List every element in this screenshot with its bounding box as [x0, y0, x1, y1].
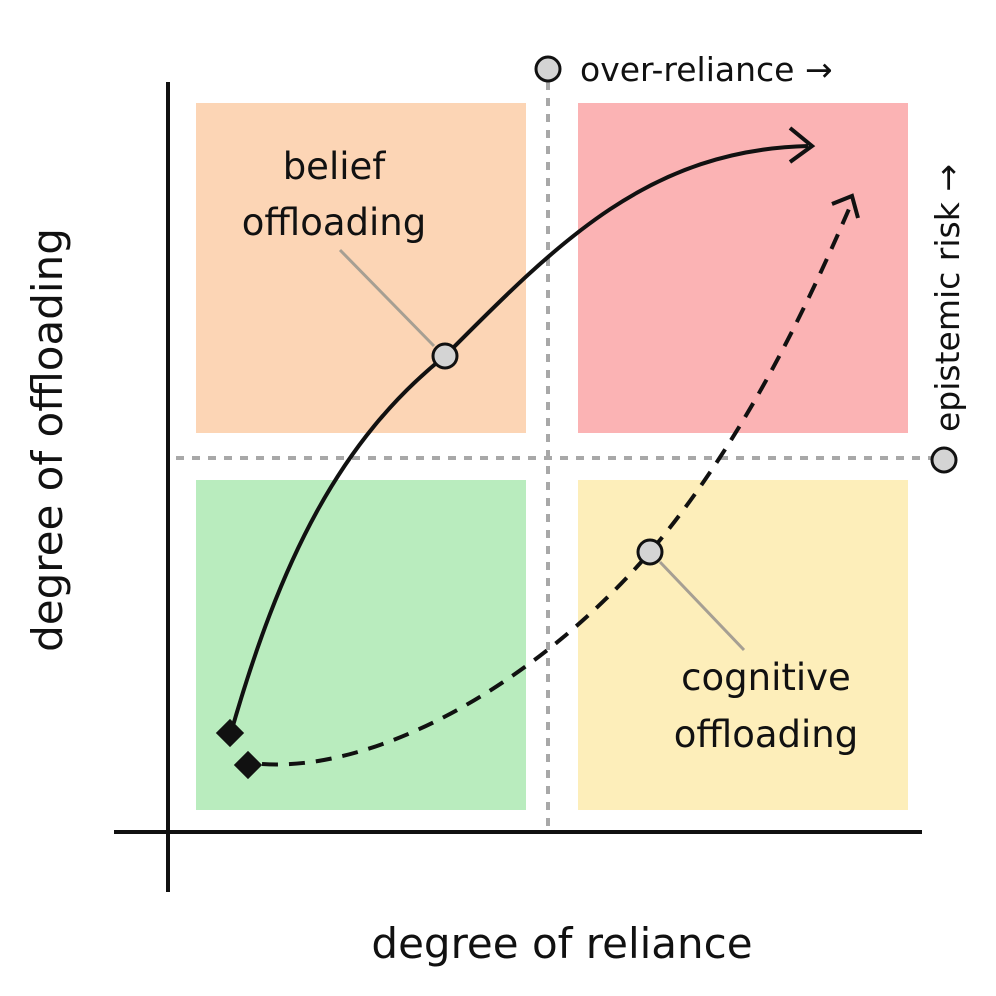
quadrant-top-right: [578, 103, 908, 433]
belief-offloading-label-line2: offloading: [242, 201, 426, 244]
cognitive-offloading-curve: [261, 201, 854, 767]
cognitive-curve-start-diamond: [233, 750, 263, 780]
cognitive-leader-line: [658, 560, 746, 652]
belief-leader-line: [338, 248, 436, 348]
belief-curve-arrowhead: [788, 126, 816, 164]
belief-curve-start-diamond: [215, 718, 245, 748]
x-axis-title: degree of reliance: [371, 919, 752, 968]
cognitive-offloading-point: [636, 538, 664, 566]
belief-offloading-label-line1: belief: [283, 145, 387, 188]
cognitive-offloading-label-line2: offloading: [674, 713, 858, 756]
epistemic-risk-label: epistemic risk →: [928, 164, 967, 432]
over-reliance-label: over-reliance →: [580, 50, 833, 89]
belief-offloading-point: [431, 342, 459, 370]
cognitive-offloading-label-line1: cognitive: [681, 656, 851, 699]
epistemic-risk-marker: [930, 446, 958, 474]
cognitive-curve-arrowhead: [831, 193, 860, 219]
over-reliance-marker: [534, 55, 562, 83]
quadrant-bottom-right: [578, 480, 908, 810]
y-axis-title: degree of offloading: [23, 228, 72, 652]
quadrant-top-left: [196, 103, 526, 433]
